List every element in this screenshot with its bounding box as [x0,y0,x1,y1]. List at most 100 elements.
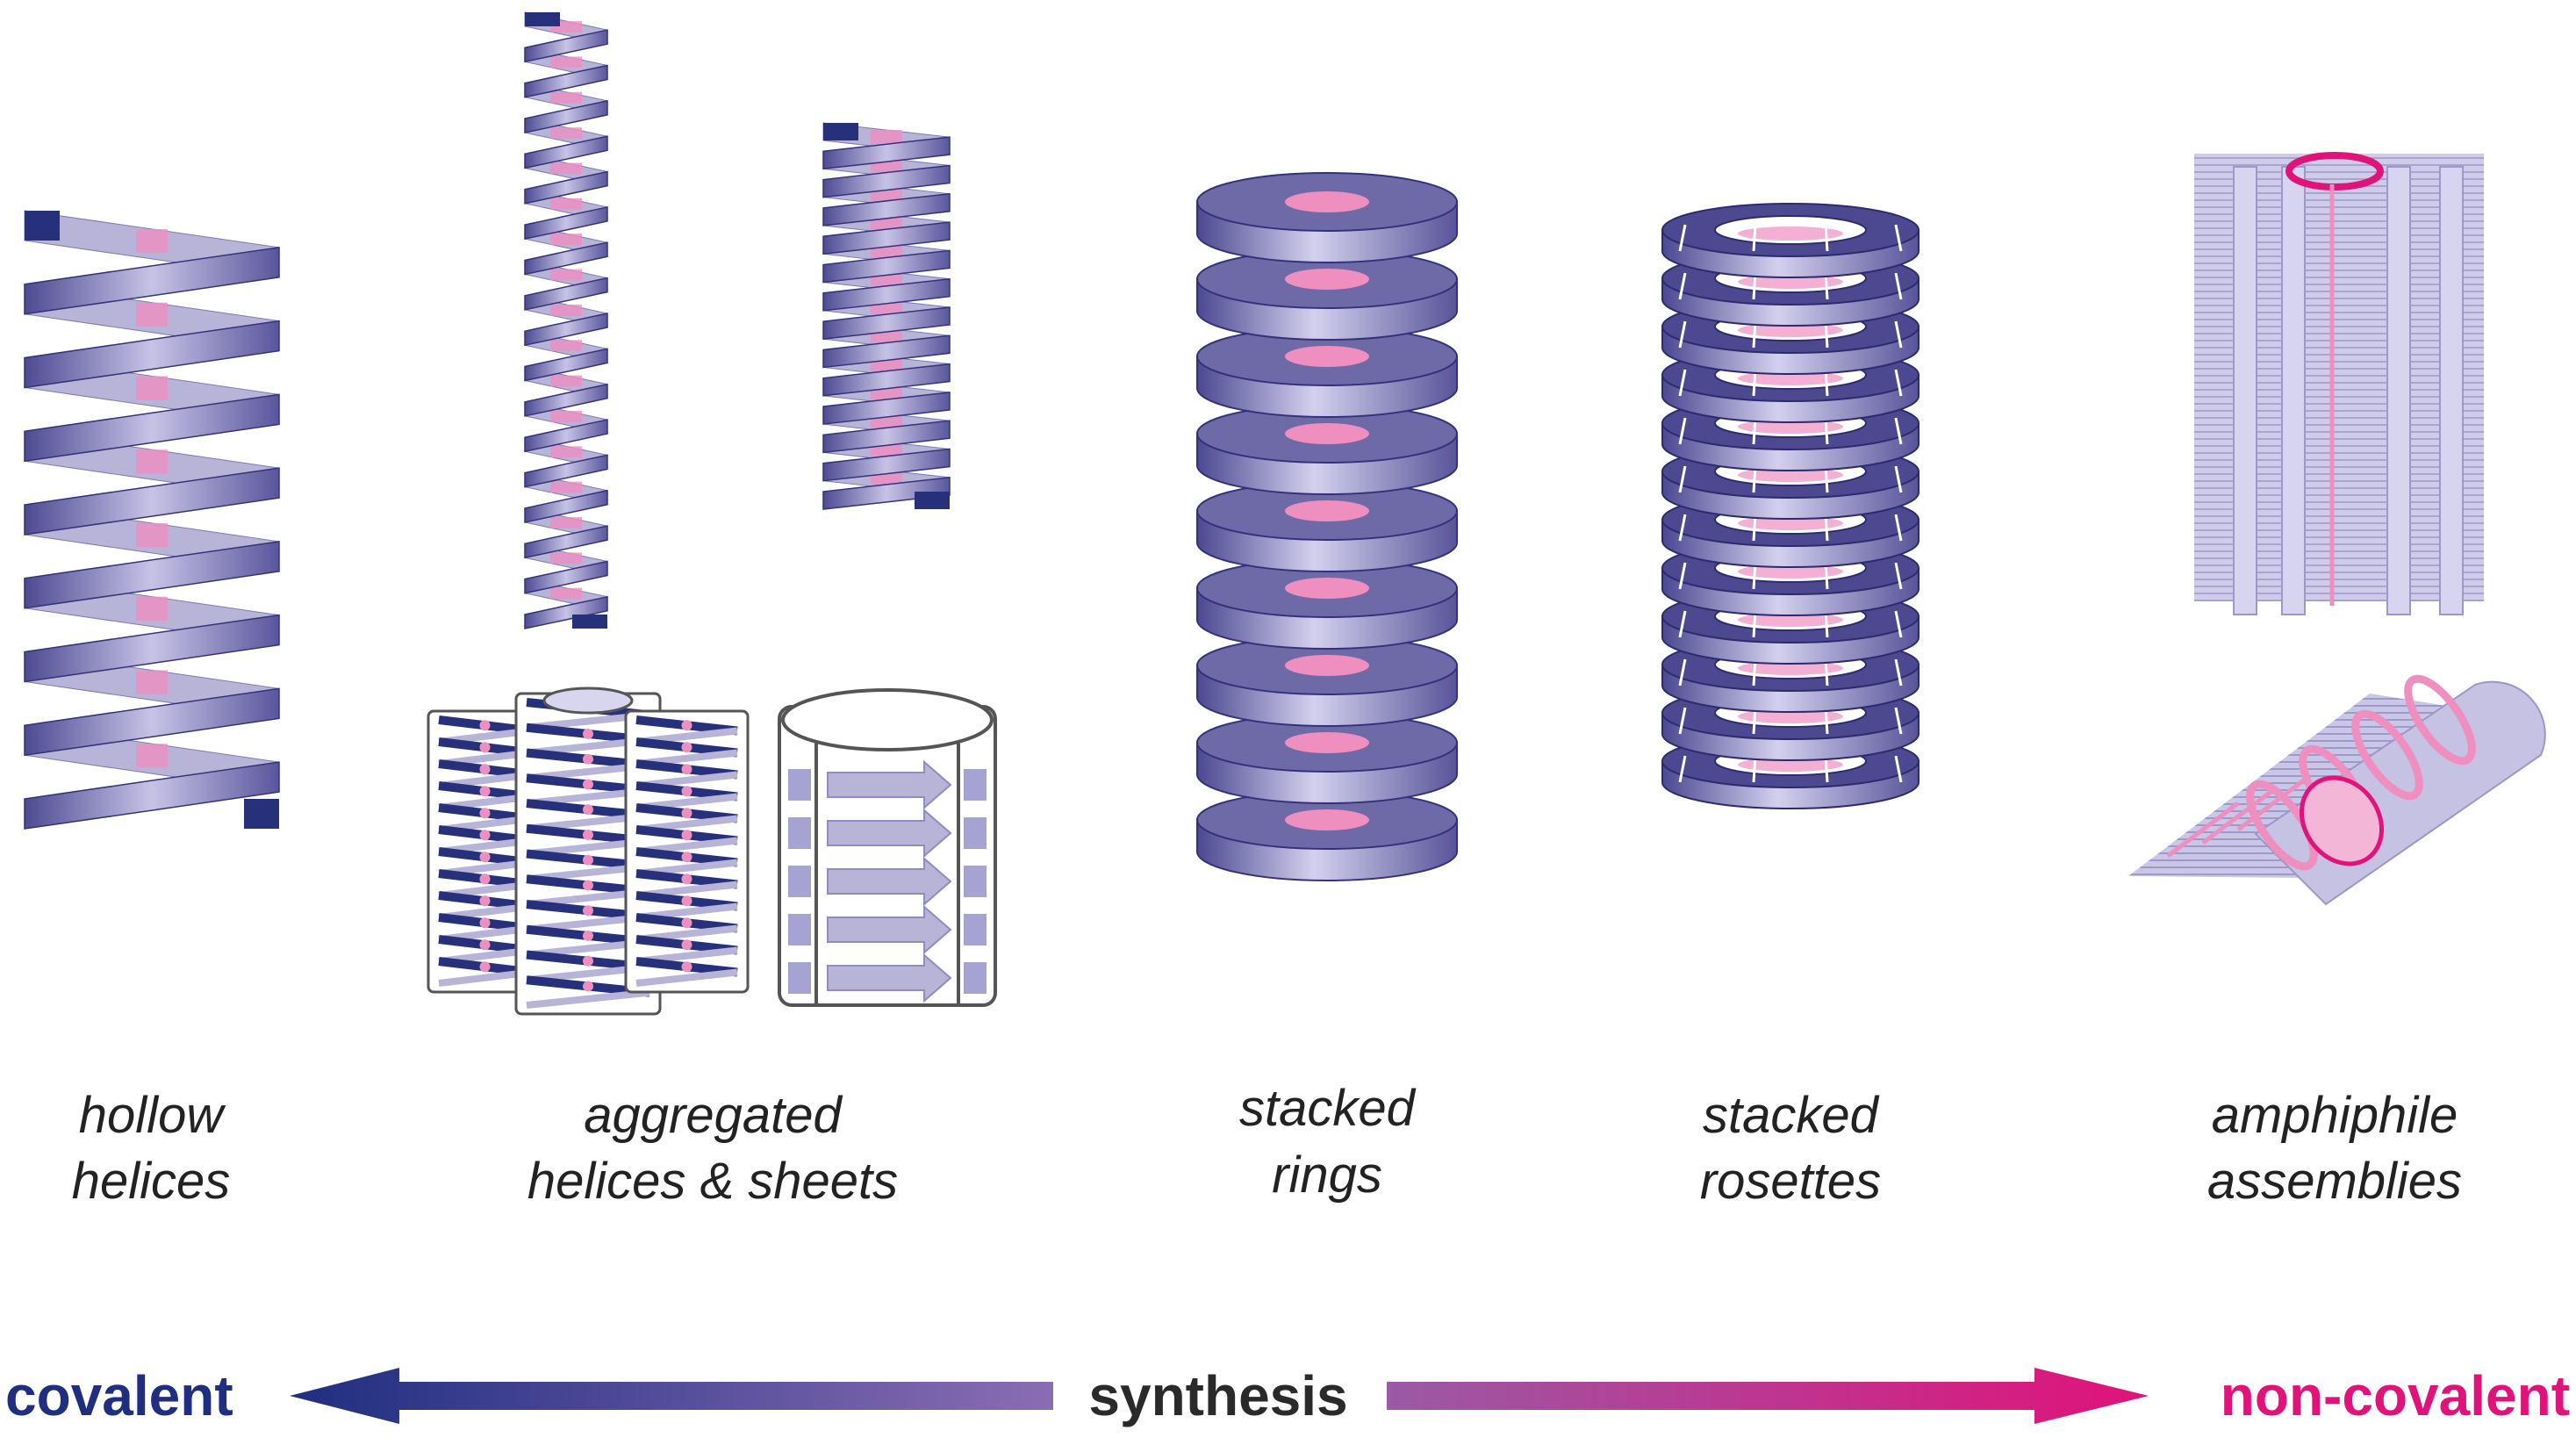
tall-helix-band-joint [550,446,582,458]
hollow-helix-band-front [24,541,280,609]
ring-hole [1285,732,1369,753]
rosette-seam [1752,562,1757,590]
bundle-helix-joint [479,961,491,973]
short-helix-band-end-top [823,123,858,140]
right-arrow [1387,1368,2149,1424]
label-rosettes-line1: stacked [1703,1087,1880,1144]
hollow-helix-band-joint [136,449,168,474]
short-helix-band-front [822,448,951,482]
rosette-seam [1894,320,1903,349]
rosette-seam [1894,465,1903,493]
label-rosettes-line2: rosettes [1700,1153,1881,1210]
hollow-helix-band-front [24,761,280,830]
hollow-helix-band-joint [136,522,168,548]
bundle-helix-joint [681,852,692,863]
barrel-side-strand [788,962,811,994]
rosette-center [1738,564,1843,579]
tall-helix-band-joint [550,375,582,387]
tall-helix-band-front [524,454,608,488]
short-helix-band-front [822,477,951,510]
rosette-seam [1678,369,1687,397]
barrel-side-strand [964,962,987,994]
stacked-rosettes-figure [1661,203,1919,809]
barrel-side-strand [964,866,987,897]
rosette-seam [1752,272,1757,300]
tall-helix-band-front [524,489,608,523]
ring-hole [1285,655,1369,676]
tall-helix-band-front [524,525,608,559]
rosette-center [1738,661,1843,675]
bundle-helix-segment [526,988,650,1009]
helix-bundle-figure [427,687,750,1016]
short-helix-band-front [822,136,951,170]
tall-helix-band-front [524,348,608,382]
rosette-seam [1824,417,1829,445]
tall-helix-band-front [524,241,608,276]
bundle-helix-joint [681,720,692,731]
bundle-helix-joint [583,854,593,866]
barrel-sheet-arrow [827,856,952,907]
non-covalent-label: non-covalent [2221,1364,2570,1427]
bundle-helix-joint [583,981,593,992]
label-aggregated-line1: aggregated [584,1087,843,1144]
rosette-seam [1894,562,1903,590]
hollow-helix-band-front [24,320,280,389]
bundle-helix-joint [681,830,692,841]
hollow-helix-band-joint [136,302,168,327]
rosette-seam [1678,755,1687,783]
ring-hole [1285,191,1369,212]
hollow-helix-band-end-top [25,211,60,241]
stacked-rings-figure [1196,172,1458,881]
bundle-helix-joint [583,905,593,917]
rosette-seam [1894,658,1903,687]
tall-helix-band-joint [550,410,582,422]
tall-helix-band-joint [550,517,582,528]
bundle-helix-joint [479,786,491,797]
hollow-helix-band-joint [136,744,168,768]
tall-helix-band-front [524,99,608,133]
tall-helix-band-joint [550,269,582,281]
amphiphile-tube-mouth [2299,775,2385,866]
tall-helix-band-joint [550,91,582,104]
rosette-seam [1752,465,1757,493]
bundle-helix-joint [583,779,593,790]
bundle-helix-joint [583,930,593,941]
hollow-helix-band-end-bottom [244,799,279,829]
barrel-side-strand [788,769,811,801]
rosette-seam [1894,610,1903,638]
rosette-center [1738,371,1843,385]
rosette-seam [1752,755,1757,783]
tall-helix-band-joint [550,481,582,493]
rosette-seam [1824,320,1829,349]
tall-helix-band-joint [550,552,582,564]
label-aggregated-line2: helices & sheets [527,1153,898,1210]
ring-hole [1285,423,1369,444]
rosette-seam [1824,610,1829,638]
tall-helix-band-joint [550,56,582,68]
barrel-sheet-arrow [827,808,952,859]
tall-helix-band-front [524,64,608,98]
rosette-center [1738,323,1843,337]
rosette-seam [1678,465,1687,493]
barrel-sheet-arrow [827,759,952,810]
rosette-seam [1752,320,1757,349]
tall-helix-band-end-bottom [572,615,607,629]
tall-helix-band-front [524,313,608,347]
barrel-sheet-arrow [827,953,952,1003]
tall-helix-band-joint [550,234,582,246]
short-helix-band-front [822,363,951,397]
rosette-seam [1678,658,1687,687]
tall-helix-band-front [524,595,608,629]
rosette-center [1738,226,1843,241]
short-helix-band-front [822,192,951,226]
barrel-side-strand [788,866,811,897]
bundle-helix-joint [583,753,593,765]
synthesis-label: synthesis [1088,1364,1347,1427]
ring-hole [1285,578,1369,599]
bundle-helix-joint [583,829,593,840]
tall-helix-band-front [524,170,608,205]
tall-helix-band-joint [550,340,582,352]
rosette-seam [1752,658,1757,687]
rosette-seam [1824,755,1829,783]
bundle-helix-joint [681,917,692,929]
